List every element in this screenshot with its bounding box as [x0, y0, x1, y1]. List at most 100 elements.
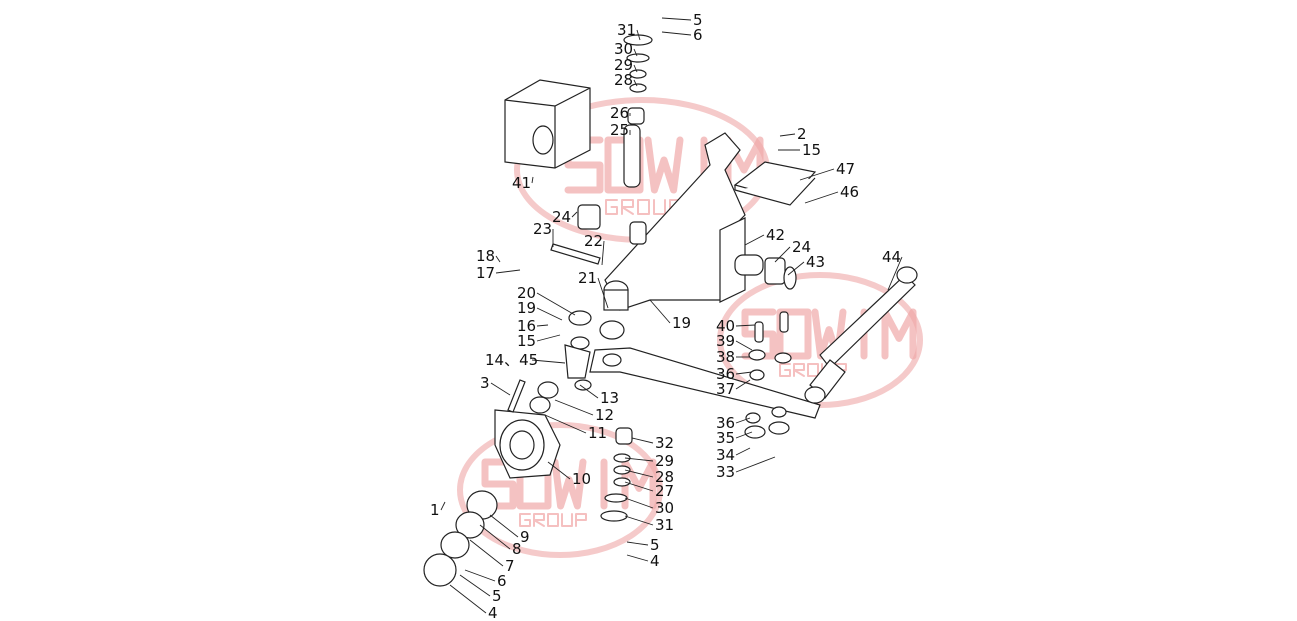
watermark-letter	[547, 513, 559, 527]
part-label: 42	[766, 226, 785, 244]
part-label: 46	[840, 183, 859, 201]
leader-line	[787, 261, 805, 276]
part-label: 7	[505, 557, 515, 575]
leader-line	[464, 569, 496, 582]
leader-line	[459, 574, 491, 597]
leader-line	[536, 324, 549, 327]
leader-line	[626, 554, 649, 562]
part-label: 21	[578, 269, 597, 287]
part-label: 40	[716, 317, 735, 335]
part-label: 16	[517, 317, 536, 335]
leader-line	[495, 269, 521, 274]
leader-line	[735, 447, 751, 456]
part-label: 15	[802, 141, 821, 159]
leader-line	[489, 514, 519, 538]
part-label: 13	[600, 389, 619, 407]
leader-line	[469, 539, 504, 567]
leader-line	[601, 240, 605, 266]
part-label: 31	[617, 21, 636, 39]
parts-drawing	[423, 34, 918, 587]
part-label: 33	[716, 463, 735, 481]
leader-line	[597, 277, 609, 309]
leader-line	[536, 307, 563, 321]
leader-line	[661, 17, 692, 21]
part-label: 18	[476, 247, 495, 265]
leader-line	[571, 211, 578, 218]
part-label: 47	[836, 160, 855, 178]
watermark-logo-sub	[519, 513, 587, 527]
part-label: 31	[655, 516, 674, 534]
watermark-letter	[575, 513, 587, 527]
leader-line	[735, 324, 756, 327]
part-label: 43	[806, 253, 825, 271]
leader-line	[774, 246, 791, 263]
part-label: 6	[497, 572, 507, 590]
leader-line	[449, 584, 487, 614]
watermark-letter	[561, 513, 573, 527]
part-label: 24	[792, 238, 811, 256]
part-label: 36	[716, 414, 735, 432]
part-label: 26	[610, 104, 629, 122]
part-label: 41	[512, 174, 531, 192]
part-label: 5	[492, 587, 502, 605]
leader-line	[649, 299, 671, 324]
part-label: 29	[655, 452, 674, 470]
part-label: 12	[595, 406, 614, 424]
leader-line	[531, 359, 566, 364]
leader-line	[633, 79, 638, 87]
part-label: 32	[655, 434, 674, 452]
leader-line	[536, 334, 561, 342]
watermark-letter	[519, 513, 531, 527]
leader-line	[624, 515, 654, 526]
part-label: 19	[517, 299, 536, 317]
leader-line	[799, 168, 835, 181]
part-label: 28	[655, 468, 674, 486]
leader-line	[744, 234, 765, 246]
part-label: 8	[512, 540, 522, 558]
part-label: 15	[517, 332, 536, 350]
leader-line	[633, 48, 638, 57]
part-label: 5	[650, 536, 660, 554]
watermark-letter	[621, 199, 634, 215]
part-label: 10	[572, 470, 591, 488]
watermark-letter	[481, 458, 517, 510]
part-label: 4	[650, 552, 660, 570]
part-label: 6	[693, 26, 703, 44]
watermark-letter	[637, 199, 650, 215]
leader-line	[804, 191, 839, 204]
leader-line	[531, 176, 534, 184]
part-label: 4	[488, 604, 498, 621]
part-label: 14、45	[485, 351, 538, 369]
part-label: 25	[610, 121, 629, 139]
watermark-letter	[605, 199, 618, 215]
part-label: 37	[716, 380, 735, 398]
leader-line	[579, 384, 599, 399]
leader-line	[624, 469, 654, 478]
part-label: 34	[716, 446, 735, 464]
part-label: 5	[693, 11, 703, 29]
watermark-letter	[807, 363, 819, 377]
part-label: 44	[882, 248, 901, 266]
leader-line	[479, 524, 511, 550]
part-label: 17	[476, 264, 495, 282]
leader-line	[633, 64, 638, 73]
part-label: 19	[672, 314, 691, 332]
part-label: 11	[588, 424, 607, 442]
leader-lines	[440, 17, 903, 614]
leader-line	[735, 379, 751, 390]
watermark-letter	[644, 136, 684, 194]
leader-line	[735, 340, 753, 351]
part-label: 38	[716, 348, 735, 366]
leader-line	[547, 461, 571, 480]
leader-line	[495, 255, 501, 263]
part-label: 22	[584, 232, 603, 250]
part-label: 27	[655, 482, 674, 500]
watermark-letter	[793, 363, 805, 377]
part-label: 2	[797, 125, 807, 143]
watermark-letter	[533, 513, 545, 527]
leader-line	[631, 437, 654, 444]
part-label: 29	[614, 56, 633, 74]
part-label: 9	[520, 528, 530, 546]
